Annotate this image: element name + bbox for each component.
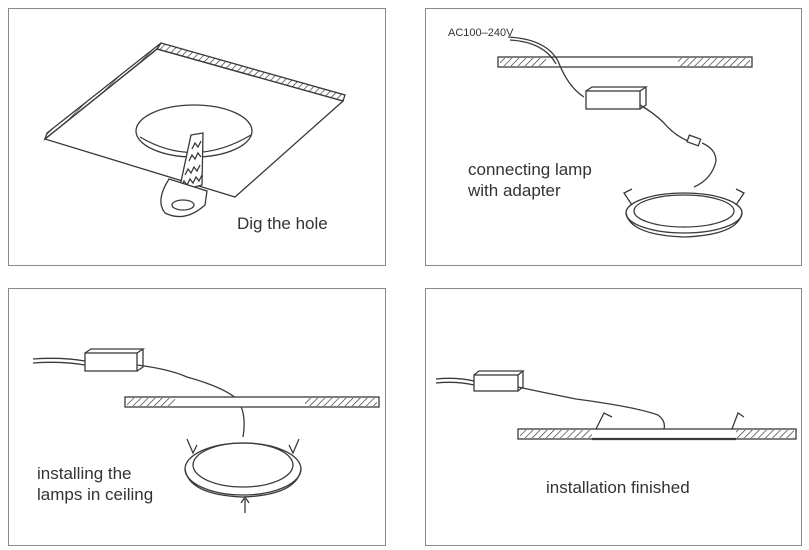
- step-connect-adapter-panel: AC100–240V connecting lamp with adapter: [425, 8, 802, 266]
- install-lamp-caption: installing the lamps in ceiling: [37, 464, 154, 504]
- voltage-label: AC100–240V: [448, 27, 514, 39]
- step-install-lamp-panel: installing the lamps in ceiling: [8, 288, 386, 546]
- finished-illustration: [435, 370, 797, 441]
- connect-adapter-caption: connecting lamp with adapter: [468, 160, 592, 200]
- dig-hole-illustration: [43, 42, 346, 218]
- finished-caption: installation finished: [546, 478, 690, 497]
- step-finished-panel: installation finished: [425, 288, 802, 546]
- connect-adapter-illustration: [497, 36, 753, 238]
- dig-hole-caption: Dig the hole: [237, 214, 328, 233]
- install-lamp-illustration: [32, 348, 380, 513]
- step-dig-hole-panel: Dig the hole: [8, 8, 386, 266]
